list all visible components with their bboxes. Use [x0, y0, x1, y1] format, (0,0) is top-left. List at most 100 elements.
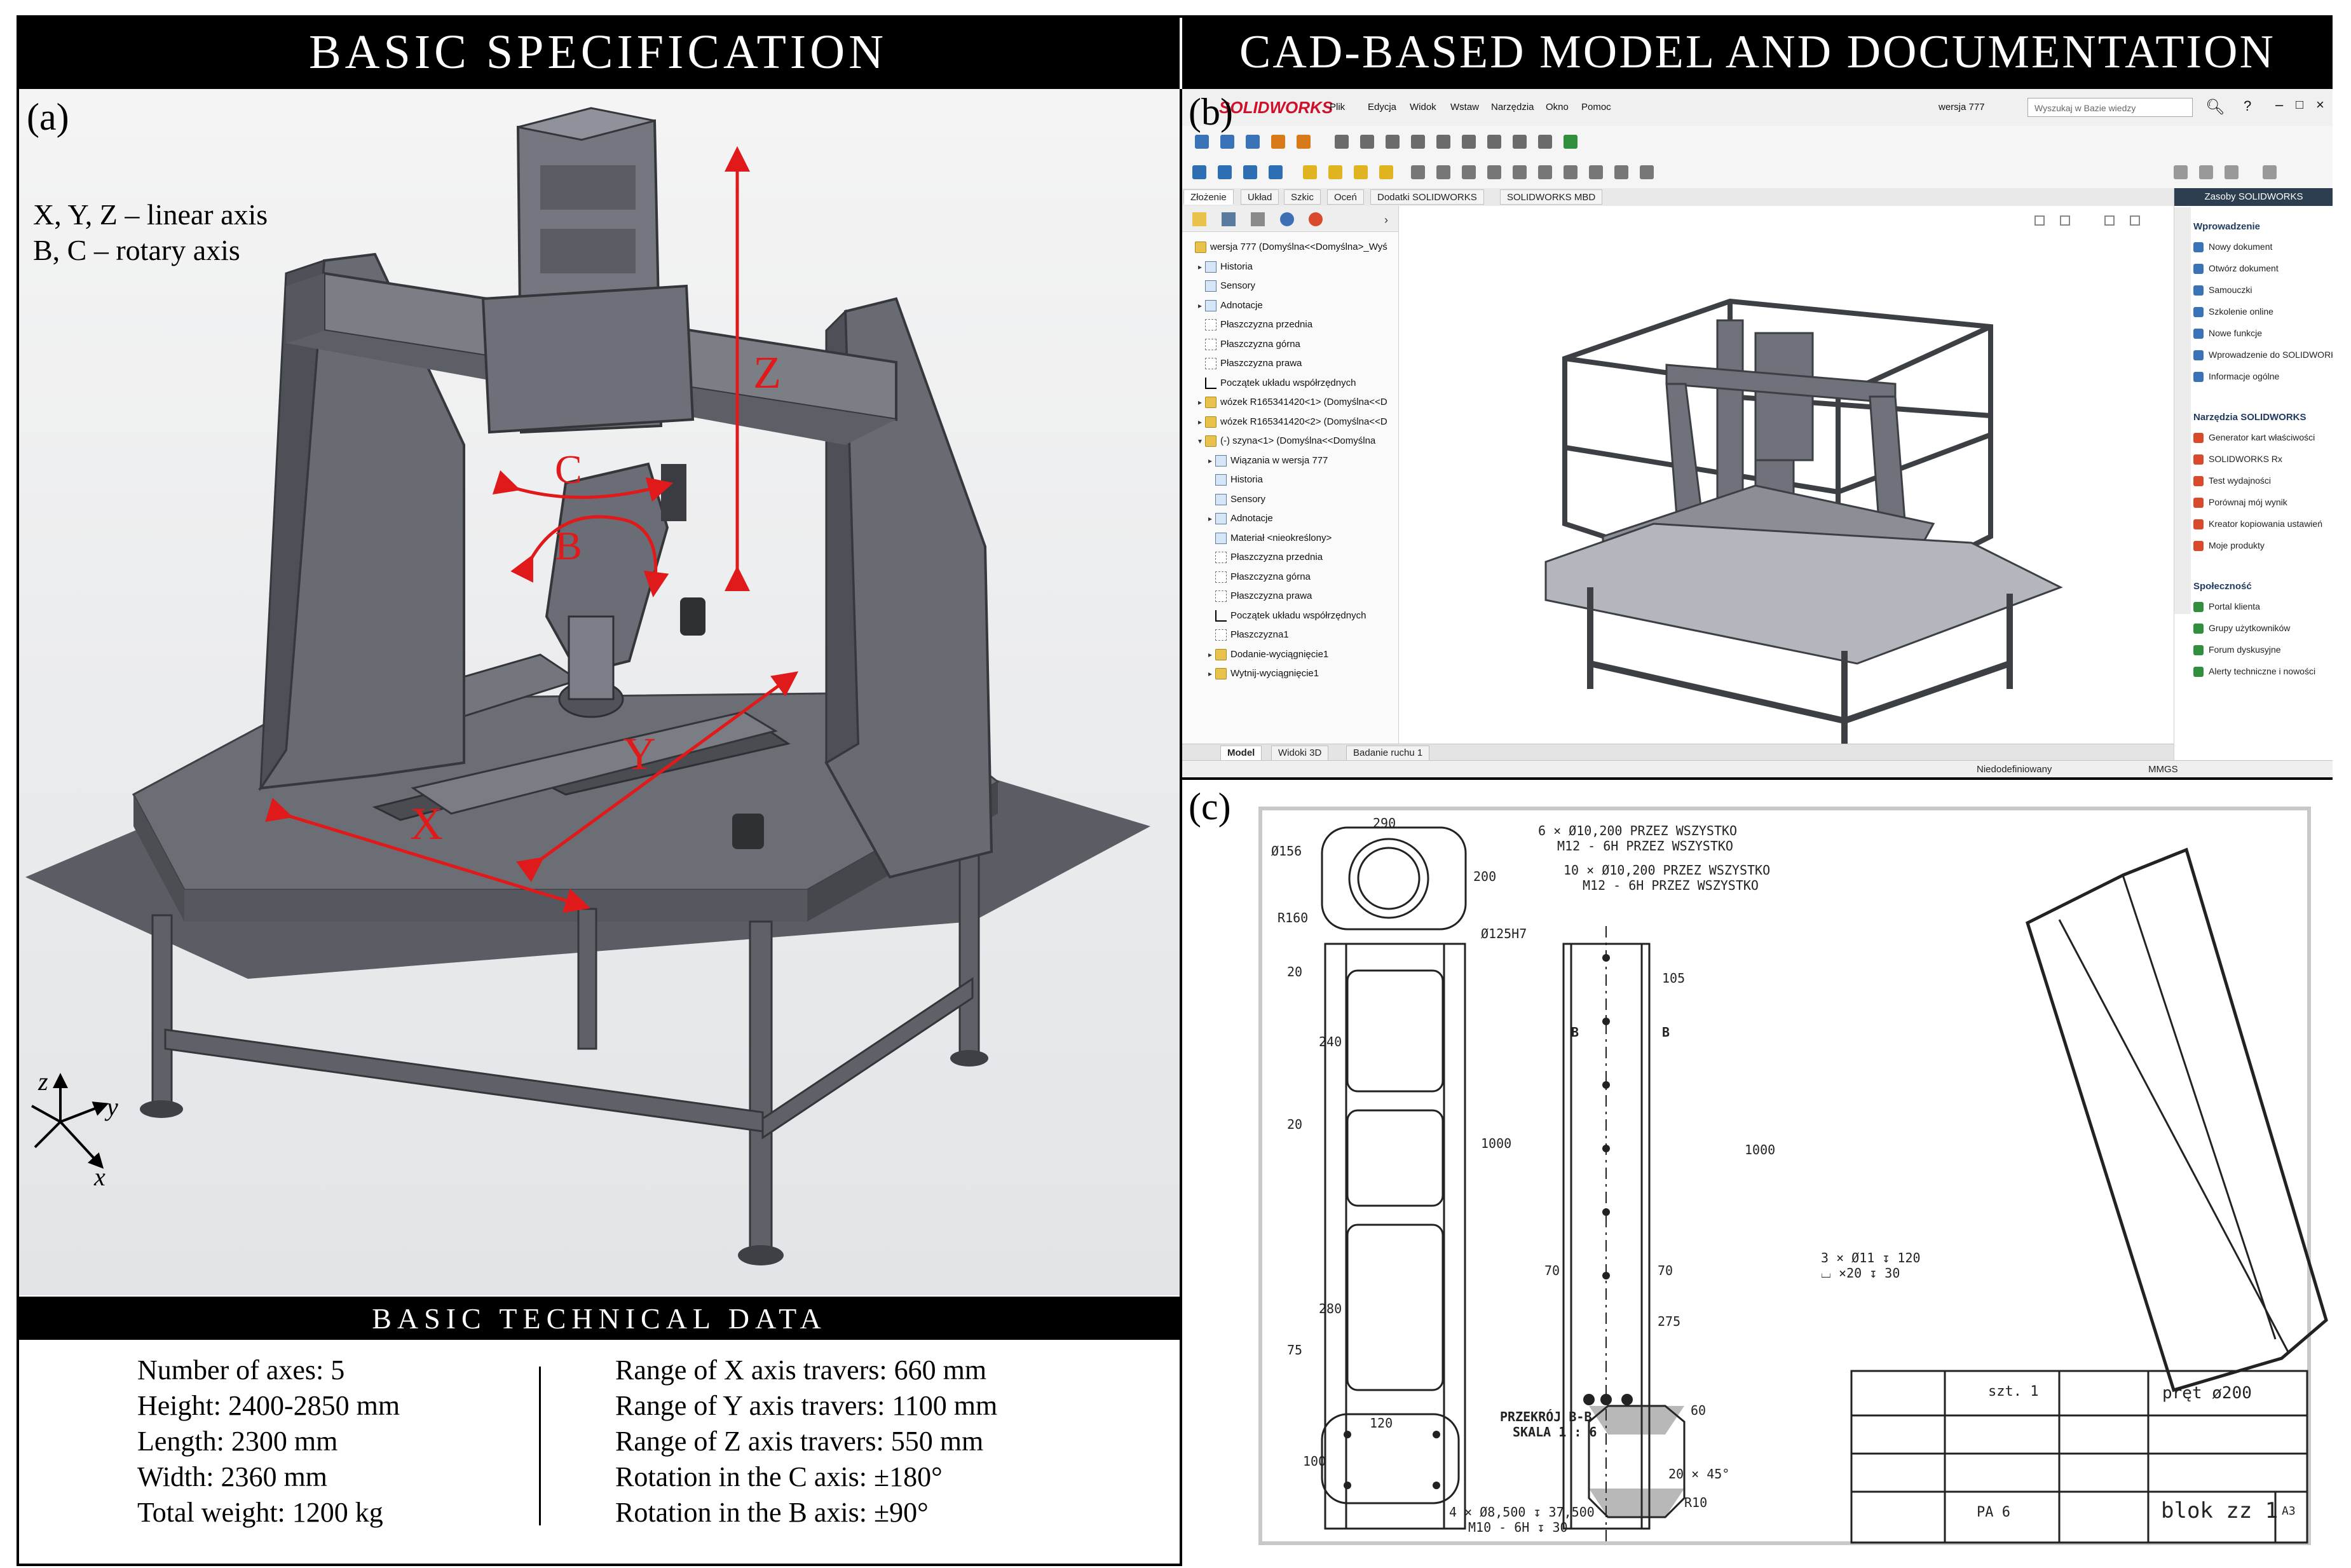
task-pane-link[interactable]: Generator kart właściwości [2193, 432, 2315, 444]
menu-insert[interactable]: Wstaw [1450, 102, 1479, 112]
tree-item[interactable]: ▸Dodanie-wyciągnięcie1 [1205, 645, 1328, 664]
config-name[interactable]: wersja 777 [1939, 102, 1985, 112]
tab-motion-study[interactable]: Badanie ruchu 1 [1346, 746, 1430, 761]
restore-icon[interactable]: □ [2296, 98, 2304, 112]
tree-item[interactable]: Historia [1205, 470, 1263, 489]
tree-item[interactable]: ▾ (-) szyna<1> (Domyślna<<Domyślna [1195, 432, 1375, 451]
assembly-model-view[interactable] [1400, 206, 2174, 777]
tech-data-divider [539, 1367, 541, 1525]
tree-item[interactable]: ▸Adnotacje [1195, 296, 1263, 315]
expand-caret-icon[interactable]: ▸ [1208, 650, 1213, 659]
tree-item[interactable]: Płaszczyzna prawa [1195, 354, 1302, 373]
expand-caret-icon[interactable]: ▸ [1197, 398, 1203, 407]
menu-window[interactable]: Okno [1546, 102, 1569, 112]
tree-item[interactable]: Płaszczyzna górna [1195, 335, 1300, 354]
configuration-manager-icon[interactable] [1251, 212, 1265, 226]
feature-tree-icon[interactable] [1192, 212, 1206, 226]
task-pane-link[interactable]: Nowe funkcje [2193, 328, 2262, 339]
tab-evaluate[interactable]: Oceń [1327, 189, 1364, 205]
graphics-viewport[interactable] [1400, 206, 2174, 777]
tab-model[interactable]: Model [1220, 746, 1262, 761]
dim-240: 240 [1319, 1034, 1342, 1049]
tree-item-label: (-) szyna<1> (Domyślna<<Domyślna [1220, 435, 1376, 446]
expand-caret-icon[interactable]: ▸ [1197, 417, 1203, 426]
note-holes2-b: M12 - 6H PRZEZ WSZYSTKO [1583, 878, 1759, 893]
task-pane-link[interactable]: Wprowadzenie do SOLIDWORKS [2193, 350, 2333, 361]
y-arrow [516, 671, 799, 882]
toolbar-primary-icons[interactable] [1182, 126, 2333, 158]
tree-item[interactable]: ▸Historia [1195, 257, 1253, 276]
sw-logo[interactable]: SOLIDWORKS [1219, 98, 1333, 117]
expand-caret-icon[interactable]: ▸ [1197, 301, 1203, 310]
tree-item[interactable]: ▸Wytnij-wyciągnięcie1 [1205, 664, 1319, 683]
task-pane-link[interactable]: Grupy użytkowników [2193, 623, 2290, 634]
tree-item[interactable]: Sensory [1195, 276, 1255, 296]
tree-item[interactable]: Sensory [1205, 490, 1265, 509]
tree-item[interactable]: Płaszczyzna przednia [1205, 548, 1323, 567]
menu-view[interactable]: Widok [1410, 102, 1436, 112]
task-pane-link-label: SOLIDWORKS Rx [2209, 454, 2282, 464]
status-units[interactable]: MMGS [2148, 764, 2178, 775]
search-icon[interactable]: 🔍︎ [2205, 99, 2225, 116]
display-manager-icon[interactable] [1309, 212, 1323, 226]
task-pane-section[interactable]: Społeczność [2193, 581, 2252, 592]
menu-edit[interactable]: Edycja [1368, 102, 1397, 112]
task-pane-link[interactable]: Alerty techniczne i nowości [2193, 666, 2315, 678]
tab-sketch[interactable]: Szkic [1284, 189, 1321, 205]
tab-layout[interactable]: Układ [1241, 189, 1279, 205]
tree-item[interactable]: ▸Adnotacje [1205, 509, 1273, 528]
task-pane-link[interactable]: Porównaj mój wynik [2193, 497, 2287, 508]
task-pane-link[interactable]: SOLIDWORKS Rx [2193, 454, 2282, 465]
task-pane-link[interactable]: Portal klienta [2193, 601, 2260, 613]
task-pane-link[interactable]: Forum dyskusyjne [2193, 644, 2281, 656]
tree-item[interactable]: ▸Wiązania w wersja 777 [1205, 451, 1328, 470]
help-icon[interactable]: ? [2244, 98, 2252, 114]
expand-caret-icon[interactable]: ▾ [1197, 437, 1203, 446]
knowledge-search-input[interactable]: Wyszukaj w Bazie wiedzy [2027, 98, 2193, 117]
task-pane-link[interactable]: Samouczki [2193, 285, 2252, 296]
front-view [1324, 943, 1466, 1530]
tree-item[interactable]: Płaszczyzna górna [1205, 568, 1311, 587]
task-pane-link[interactable]: Test wydajności [2193, 475, 2271, 487]
tab-3d-views[interactable]: Widoki 3D [1271, 746, 1329, 761]
tree-item[interactable]: Początek układu współrzędnych [1205, 606, 1366, 625]
expand-caret-icon[interactable]: ▸ [1197, 262, 1203, 271]
expand-caret-icon[interactable]: ▸ [1208, 669, 1213, 678]
menu-help[interactable]: Pomoc [1581, 102, 1611, 112]
sw-menubar: SOLIDWORKS Plik Edycja Widok Wstaw Narzę… [1182, 89, 2333, 126]
machine-illustration: Z X Y C B z y x [25, 107, 1150, 1265]
fold-icon [1205, 397, 1216, 409]
task-pane-link[interactable]: Moje produkty [2193, 540, 2265, 552]
tab-assembly[interactable]: Złożenie [1183, 189, 1234, 205]
expand-caret-icon[interactable]: ▸ [1208, 456, 1213, 465]
tree-item[interactable]: Płaszczyzna1 [1205, 625, 1289, 644]
task-pane-link[interactable]: Szkolenie online [2193, 306, 2273, 318]
tree-item[interactable]: Płaszczyzna prawa [1205, 587, 1312, 606]
task-pane-link[interactable]: Kreator kopiowania ustawień [2193, 519, 2322, 530]
tree-item[interactable]: Początek układu współrzędnych [1195, 374, 1356, 393]
tab-addins[interactable]: Dodatki SOLIDWORKS [1370, 189, 1484, 205]
close-icon[interactable]: × [2316, 97, 2324, 112]
tree-item[interactable]: Materiał <nieokreślony> [1205, 529, 1332, 548]
task-pane-icon-strip[interactable] [2174, 207, 2191, 614]
task-pane-section[interactable]: Narzędzia SOLIDWORKS [2193, 412, 2307, 423]
tree-item[interactable]: wersja 777 (Domyślna<<Domyślna>_Wyś [1185, 238, 1387, 257]
menu-file[interactable]: Plik [1330, 102, 1346, 112]
task-pane-section[interactable]: Wprowadzenie [2193, 221, 2261, 232]
expand-caret-icon[interactable]: ▸ [1208, 514, 1213, 523]
minimize-icon[interactable]: – [2275, 97, 2284, 112]
toolbar-secondary-icons[interactable] [1182, 158, 2333, 188]
tree-item[interactable]: ▸wózek R165341420<2> (Domyślna<<D [1195, 412, 1387, 432]
menu-tools[interactable]: Narzędzia [1491, 102, 1534, 112]
tree-item[interactable]: ▸wózek R165341420<1> (Domyślna<<D [1195, 393, 1387, 412]
dimxpert-icon[interactable] [1280, 212, 1294, 226]
tree-item[interactable]: Płaszczyzna przednia [1195, 315, 1312, 334]
task-pane-link[interactable]: Nowy dokument [2193, 242, 2272, 253]
property-manager-icon[interactable] [1222, 212, 1236, 226]
tab-mbd[interactable]: SOLIDWORKS MBD [1500, 189, 1603, 205]
dim-d125h7: Ø125H7 [1481, 926, 1527, 941]
axis-label-y: Y [623, 728, 656, 779]
task-pane-link[interactable]: Otwórz dokument [2193, 263, 2279, 275]
header-cad-model: CAD-BASED MODEL AND DOCUMENTATION [1182, 15, 2333, 89]
task-pane-link[interactable]: Informacje ogólne [2193, 371, 2279, 383]
